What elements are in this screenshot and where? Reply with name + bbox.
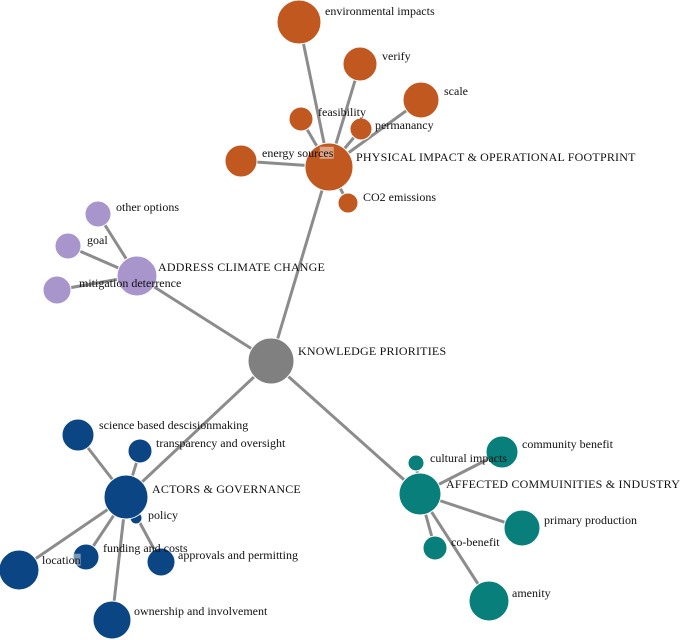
node-mitigation-deterrence-label: mitigation deterrence [79,276,181,290]
node-scale-label: scale [444,84,468,98]
node-energy-sources-label: energy sources [262,146,334,160]
edge-center-governance [124,359,273,499]
node-location[interactable] [0,549,40,591]
node-location-label-tag [66,553,81,566]
node-goal-label: goal [87,233,108,247]
node-co2-emissions[interactable] [337,192,359,214]
labels: environmental impacts verify scale feasibil… [42,4,680,618]
hub-center-label: KNOWLEDGE PRIORITIES [298,344,446,358]
node-cultural-impacts-label: cultural impacts [430,451,507,465]
node-permanancy-label: permanancy [375,118,434,132]
node-co-benefit-label: co-benefit [451,535,500,549]
nodes [0,0,541,640]
node-verify[interactable] [342,46,378,82]
hub-climate-label: ADDRESS CLIMATE CHANGE [158,260,325,274]
node-amenity[interactable] [468,580,510,622]
node-amenity-label: amenity [512,586,551,600]
node-permanancy-label-tag [419,118,434,131]
node-mitigation-deterrence[interactable] [42,275,72,305]
hub-physical[interactable] [304,142,354,192]
node-environmental-impacts-label: environmental impacts [325,4,435,18]
node-other-options-label: other options [116,200,179,214]
node-science-based-label: science based descisionmaking [99,418,248,432]
hub-governance-label: ACTORS & GOVERNANCE [152,482,301,496]
node-community-benefit-label: community benefit [522,437,614,451]
edge-center-physical [269,165,331,363]
node-scale[interactable] [402,81,440,119]
edges [17,20,524,622]
node-goal[interactable] [54,232,82,260]
node-community-benefit[interactable] [485,435,519,469]
hub-physical-label: PHYSICAL IMPACT & OPERATIONAL FOOTPRINT [356,150,636,164]
edge-physical-environmental-impacts [297,20,331,169]
node-energy-sources[interactable] [224,144,258,178]
node-funding-label: funding and costs [103,541,188,555]
node-ownership[interactable] [92,600,132,640]
edge-center-climate [135,274,273,363]
node-feasibility-label: feasibility [318,105,366,119]
node-policy-label: policy [148,508,178,522]
node-co-benefit[interactable] [422,535,448,561]
node-co2-emissions-label: CO2 emissions [363,190,436,204]
node-mitigation-deterrence-label-tag [167,276,182,289]
hub-climate[interactable] [116,255,158,297]
node-ownership-label: ownership and involvement [134,604,268,618]
node-permanancy[interactable] [349,117,373,141]
node-funding[interactable] [72,543,100,571]
node-feasibility[interactable] [288,106,314,132]
node-location-label: location [42,553,81,567]
node-community-benefit-label-tag [599,437,614,450]
node-environmental-impacts[interactable] [276,0,322,45]
node-science-based[interactable] [61,418,95,452]
node-transparency[interactable] [127,438,153,464]
node-energy-sources-label-tag [319,146,334,159]
node-other-options[interactable] [84,200,112,228]
node-primary-production-label: primary production [544,513,637,527]
hub-governance[interactable] [103,474,149,520]
node-cultural-impacts[interactable] [407,454,425,472]
hub-communities-label: AFFECTED COMMUINITIES & INDUSTRY [446,477,680,491]
hub-center[interactable] [247,337,295,385]
node-approvals-label: approvals and permitting [178,548,298,562]
node-transparency-label: transparency and oversight [156,436,286,450]
node-verify-label: verify [382,49,411,63]
node-primary-production[interactable] [503,509,541,547]
hub-communities[interactable] [398,472,442,516]
node-approvals[interactable] [146,547,176,577]
edge-center-communities [269,359,422,496]
